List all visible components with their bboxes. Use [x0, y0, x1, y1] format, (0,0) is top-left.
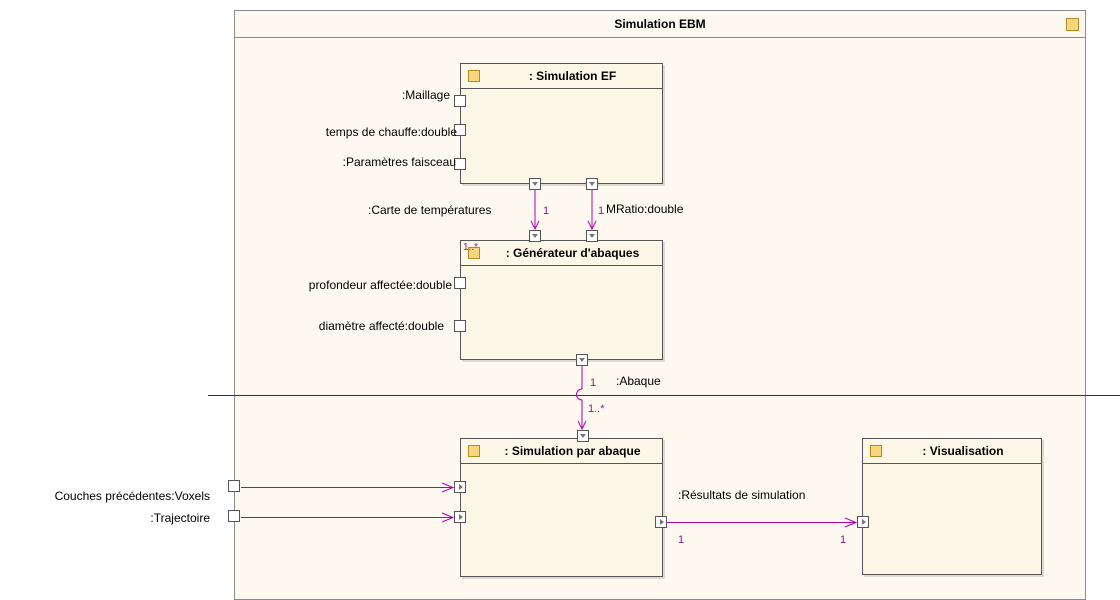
component-icon [468, 445, 480, 457]
label-resultats: :Résultats de simulation [678, 488, 806, 502]
mult-carte-end: 1 [543, 205, 550, 217]
part-title: : Simulation EF [528, 69, 617, 83]
arrowhead [577, 420, 587, 431]
label-carte: :Carte de températures [368, 203, 492, 217]
part-generateur-abaques[interactable]: 1..* : Générateur d'abaques [460, 240, 663, 360]
label-maillage: :Maillage [401, 88, 450, 102]
port-abaque-in[interactable] [577, 430, 589, 442]
port-mratio-in[interactable] [586, 230, 598, 242]
port-carte-in[interactable] [529, 230, 541, 242]
part-title: : Générateur d'abaques [505, 246, 640, 260]
arrowhead [844, 517, 858, 528]
frame-title: Simulation EBM [235, 11, 1085, 38]
label-mratio: MRatio:double [606, 202, 684, 216]
component-icon [870, 445, 882, 457]
part-title: : Visualisation [922, 444, 1004, 458]
part-simulation-par-abaque[interactable]: : Simulation par abaque [460, 438, 663, 577]
port-frame-trajectoire[interactable] [228, 510, 240, 522]
arrowhead [441, 512, 455, 523]
port-resultats-in[interactable] [857, 516, 869, 528]
part-title: : Simulation par abaque [504, 444, 641, 458]
label-couches: Couches précédentes:Voxels [54, 489, 210, 503]
label-parametres-faisceau: :Paramètres faisceau [342, 155, 456, 169]
component-icon [1066, 18, 1079, 31]
arrowhead [587, 220, 597, 231]
part-simulation-ef[interactable]: : Simulation EF [460, 63, 663, 184]
port-parametres-faisceau[interactable] [454, 158, 466, 170]
component-icon [468, 70, 480, 82]
port-frame-couches[interactable] [228, 480, 240, 492]
port-maillage[interactable] [454, 95, 466, 107]
label-abaque: :Abaque [616, 374, 661, 388]
mult-abaque-start: 1 [590, 377, 597, 389]
part-visualisation[interactable]: : Visualisation [862, 438, 1042, 575]
label-diametre: diamètre affecté:double [318, 319, 444, 333]
port-temps-chauffe[interactable] [454, 124, 466, 136]
port-mratio-out[interactable] [586, 178, 598, 190]
port-diametre[interactable] [454, 320, 466, 332]
port-resultats-out[interactable] [655, 516, 667, 528]
port-profondeur[interactable] [454, 277, 466, 289]
component-icon [468, 247, 480, 259]
port-couches-in[interactable] [454, 481, 466, 493]
connectors-layer [208, 190, 1120, 528]
arrowhead [441, 482, 455, 493]
label-profondeur: profondeur affectée:double [308, 278, 452, 292]
multiplicity-badge: 1..* [463, 242, 479, 253]
port-carte-out[interactable] [529, 178, 541, 190]
arrowhead [530, 220, 540, 231]
mult-abaque-end: 1..* [588, 403, 605, 415]
label-trajectoire: :Trajectoire [150, 511, 210, 525]
mult-resultats-start: 1 [678, 534, 685, 546]
connector-abaque [576, 366, 583, 428]
mult-mratio-end: 1 [598, 205, 605, 217]
mult-resultats-end: 1 [840, 534, 847, 546]
label-temps-chauffe: temps de chauffe:double [325, 125, 457, 139]
port-trajectoire-in[interactable] [454, 511, 466, 523]
port-abaque-out[interactable] [576, 354, 588, 366]
